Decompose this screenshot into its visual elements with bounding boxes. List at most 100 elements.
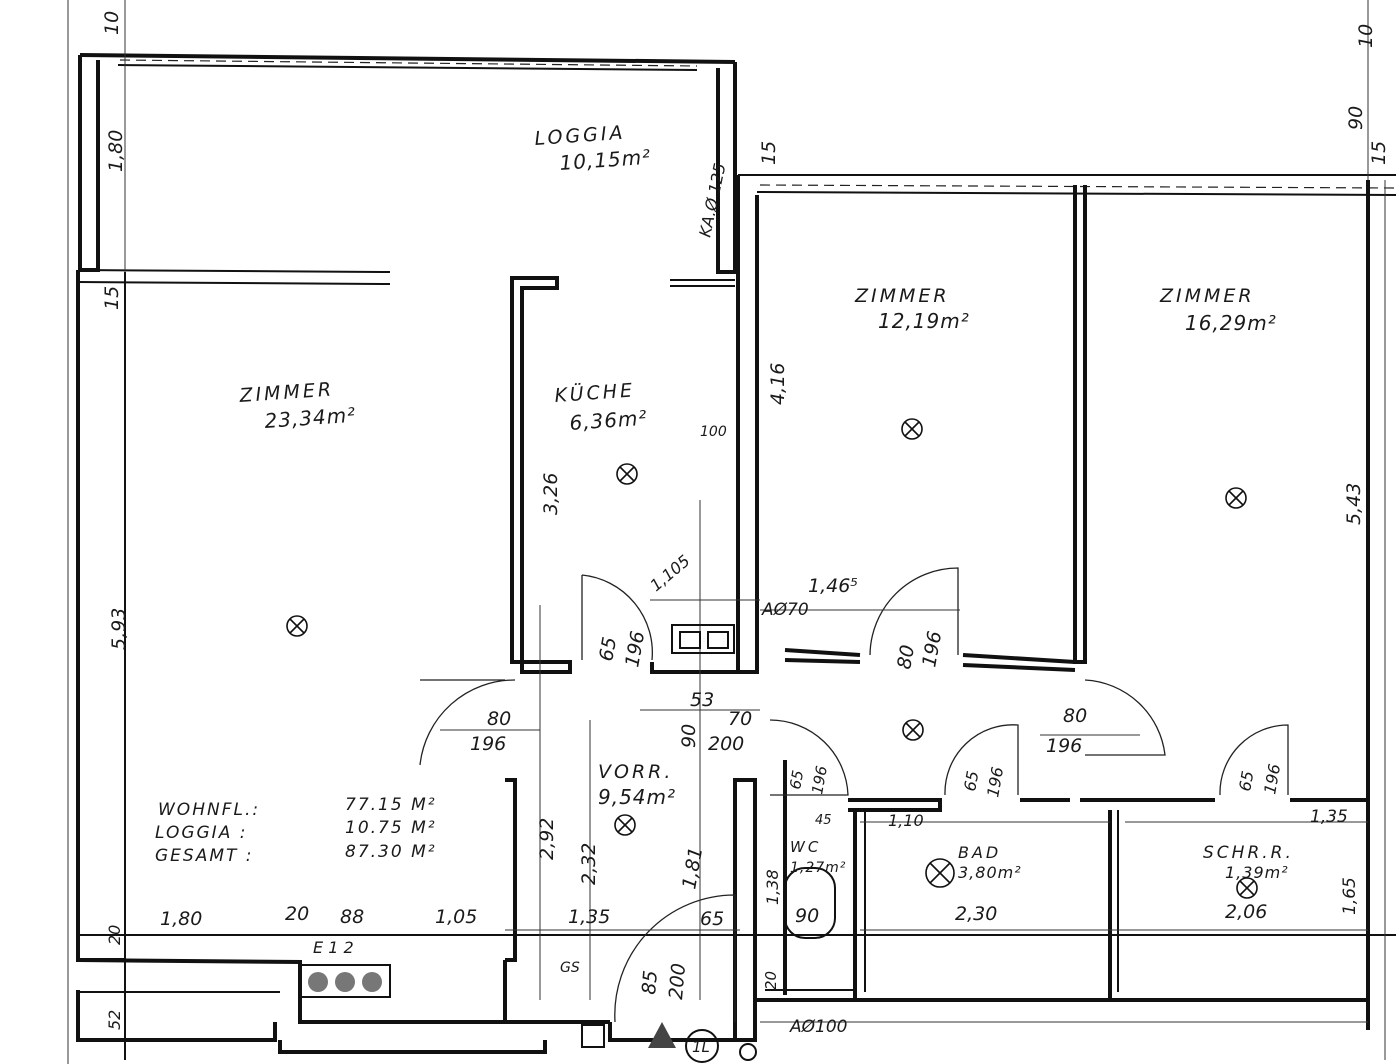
room-area: 3,80m² <box>958 863 1022 882</box>
room-area: 6,36m² <box>569 406 649 435</box>
dim-label: 5,93 <box>108 608 130 650</box>
dim-label: 88 <box>340 906 364 928</box>
dim-label: 80 <box>1063 705 1087 727</box>
dim-label: AØ70 <box>761 600 809 620</box>
dim-label: 1,05 <box>435 906 477 928</box>
dim-label: 90 <box>795 905 819 927</box>
duct-icon <box>581 1024 757 1061</box>
dim-label: 5,43 <box>1343 483 1365 525</box>
ceiling-lamp-icon <box>1225 487 1247 509</box>
room-name: ZIMMER <box>238 378 335 407</box>
room-area: 1,39m² <box>1225 863 1289 882</box>
dim-label: 4,16 <box>767 363 789 405</box>
north-label: 1L <box>692 1038 710 1056</box>
kitchen-sink-icon <box>671 624 735 654</box>
dim-label: 1,35 <box>1310 807 1348 827</box>
room-vorraum: VORR. 9,54m² <box>598 761 676 809</box>
dim-label: 196 <box>918 629 946 669</box>
dim-label: 65 <box>960 769 982 792</box>
dim-label: KA.Ø 125 <box>695 161 729 238</box>
dim-label: 10 <box>101 11 123 35</box>
summary-wohnfl-label: WOHNFL.: <box>158 800 260 820</box>
dim-label: 20 <box>105 925 124 945</box>
room-loggia: LOGGIA 10,15m² <box>534 122 652 175</box>
dim-label: 70 <box>728 708 752 730</box>
door-wc <box>769 719 849 796</box>
summary-gesamt-value: 87.30 M² <box>345 842 437 862</box>
dim-label: 3,26 <box>540 473 562 515</box>
dim-label: 15 <box>101 286 123 310</box>
dimension-labels: 10 10 90 15 1,80 KA.Ø 125 15 15 5,93 3,2… <box>101 11 1390 1056</box>
room-schrankraum: SCHR.R. 1,39m² <box>1203 843 1294 882</box>
ceiling-lamp-icon <box>902 719 924 741</box>
room-name: BAD <box>958 843 1001 862</box>
dim-label: 1,35 <box>568 906 610 928</box>
ceiling-lamp-icon <box>901 418 923 440</box>
summary-wohnfl-value: 77.15 M² <box>345 795 437 815</box>
dim-label: 1,46⁵ <box>808 575 858 597</box>
summary-loggia-label: LOGGIA : <box>155 823 247 843</box>
room-bad: BAD 3,80m² <box>958 843 1022 882</box>
dim-label: 196 <box>621 629 649 669</box>
dim-label: 65 <box>1235 769 1257 792</box>
dim-label: 196 <box>470 733 506 755</box>
dim-label: 1,10 <box>888 811 924 830</box>
dim-label: E 1 2 <box>313 938 354 957</box>
door-schrankraum <box>1219 724 1289 796</box>
dim-label: 53 <box>690 689 714 711</box>
dim-label: GS <box>560 960 580 976</box>
room-name: ZIMMER <box>854 285 950 307</box>
dim-label: 1,81 <box>678 845 707 890</box>
dim-label: 196 <box>983 765 1007 798</box>
ceiling-lamp-icon <box>1236 877 1258 899</box>
room-zimmer-large: ZIMMER 23,34m² <box>238 378 357 433</box>
dim-label: 2,92 <box>536 818 558 860</box>
dimension-lines <box>67 0 1386 1064</box>
stove-icon <box>299 964 391 998</box>
dim-label: AØ100 <box>789 1017 847 1037</box>
dim-label: 80 <box>487 708 511 730</box>
dim-label: 2,32 <box>578 843 600 885</box>
loggia-parapet <box>79 53 736 64</box>
room-area: 12,19m² <box>878 309 970 333</box>
dim-label: 1,80 <box>105 130 127 172</box>
north-arrow-icon <box>648 1022 719 1063</box>
dim-label: 65 <box>700 908 724 930</box>
room-name: ZIMMER <box>1159 285 1255 307</box>
dim-label: 1,65 <box>1340 877 1360 915</box>
room-name: KÜCHE <box>554 378 636 407</box>
dim-label: 20 <box>762 971 780 990</box>
room-area: 9,54m² <box>598 785 676 809</box>
ceiling-lamp-icon <box>614 814 636 836</box>
loggia-left-wall <box>78 55 100 272</box>
dim-label: 52 <box>105 1010 124 1030</box>
door-zimmer-mid <box>869 567 959 656</box>
room-area: 10,15m² <box>559 145 652 175</box>
door-bad <box>944 724 1019 796</box>
walls <box>76 53 1396 1060</box>
room-area: 23,34m² <box>264 403 357 433</box>
dim-label: 90 <box>678 724 700 748</box>
dim-label: 1,80 <box>160 908 202 930</box>
dim-label: 1,105 <box>646 551 693 595</box>
dim-label: 2,06 <box>1225 901 1267 923</box>
room-zimmer-mid: ZIMMER 12,19m² <box>854 285 970 333</box>
dim-label: 65 <box>786 769 807 791</box>
dim-label: 200 <box>665 962 690 1000</box>
room-kueche: KÜCHE 6,36m² <box>554 378 648 435</box>
door-entrance[interactable] <box>614 894 736 1023</box>
dim-label: 10 <box>1355 24 1377 48</box>
dim-label: 200 <box>708 733 744 755</box>
room-area: 16,29m² <box>1185 311 1277 335</box>
dim-label: 196 <box>1046 735 1082 757</box>
room-wc: WC 1,27m² <box>790 838 845 876</box>
dim-label: 65 <box>595 635 621 663</box>
dim-label: 196 <box>1260 762 1284 795</box>
dim-label: 15 <box>1368 141 1390 165</box>
dim-label: 196 <box>808 764 831 795</box>
dim-label: 45 <box>815 813 832 828</box>
room-name: SCHR.R. <box>1203 843 1294 863</box>
ceiling-lamp-icon <box>925 858 955 888</box>
ceiling-lamp-icon <box>616 463 638 485</box>
